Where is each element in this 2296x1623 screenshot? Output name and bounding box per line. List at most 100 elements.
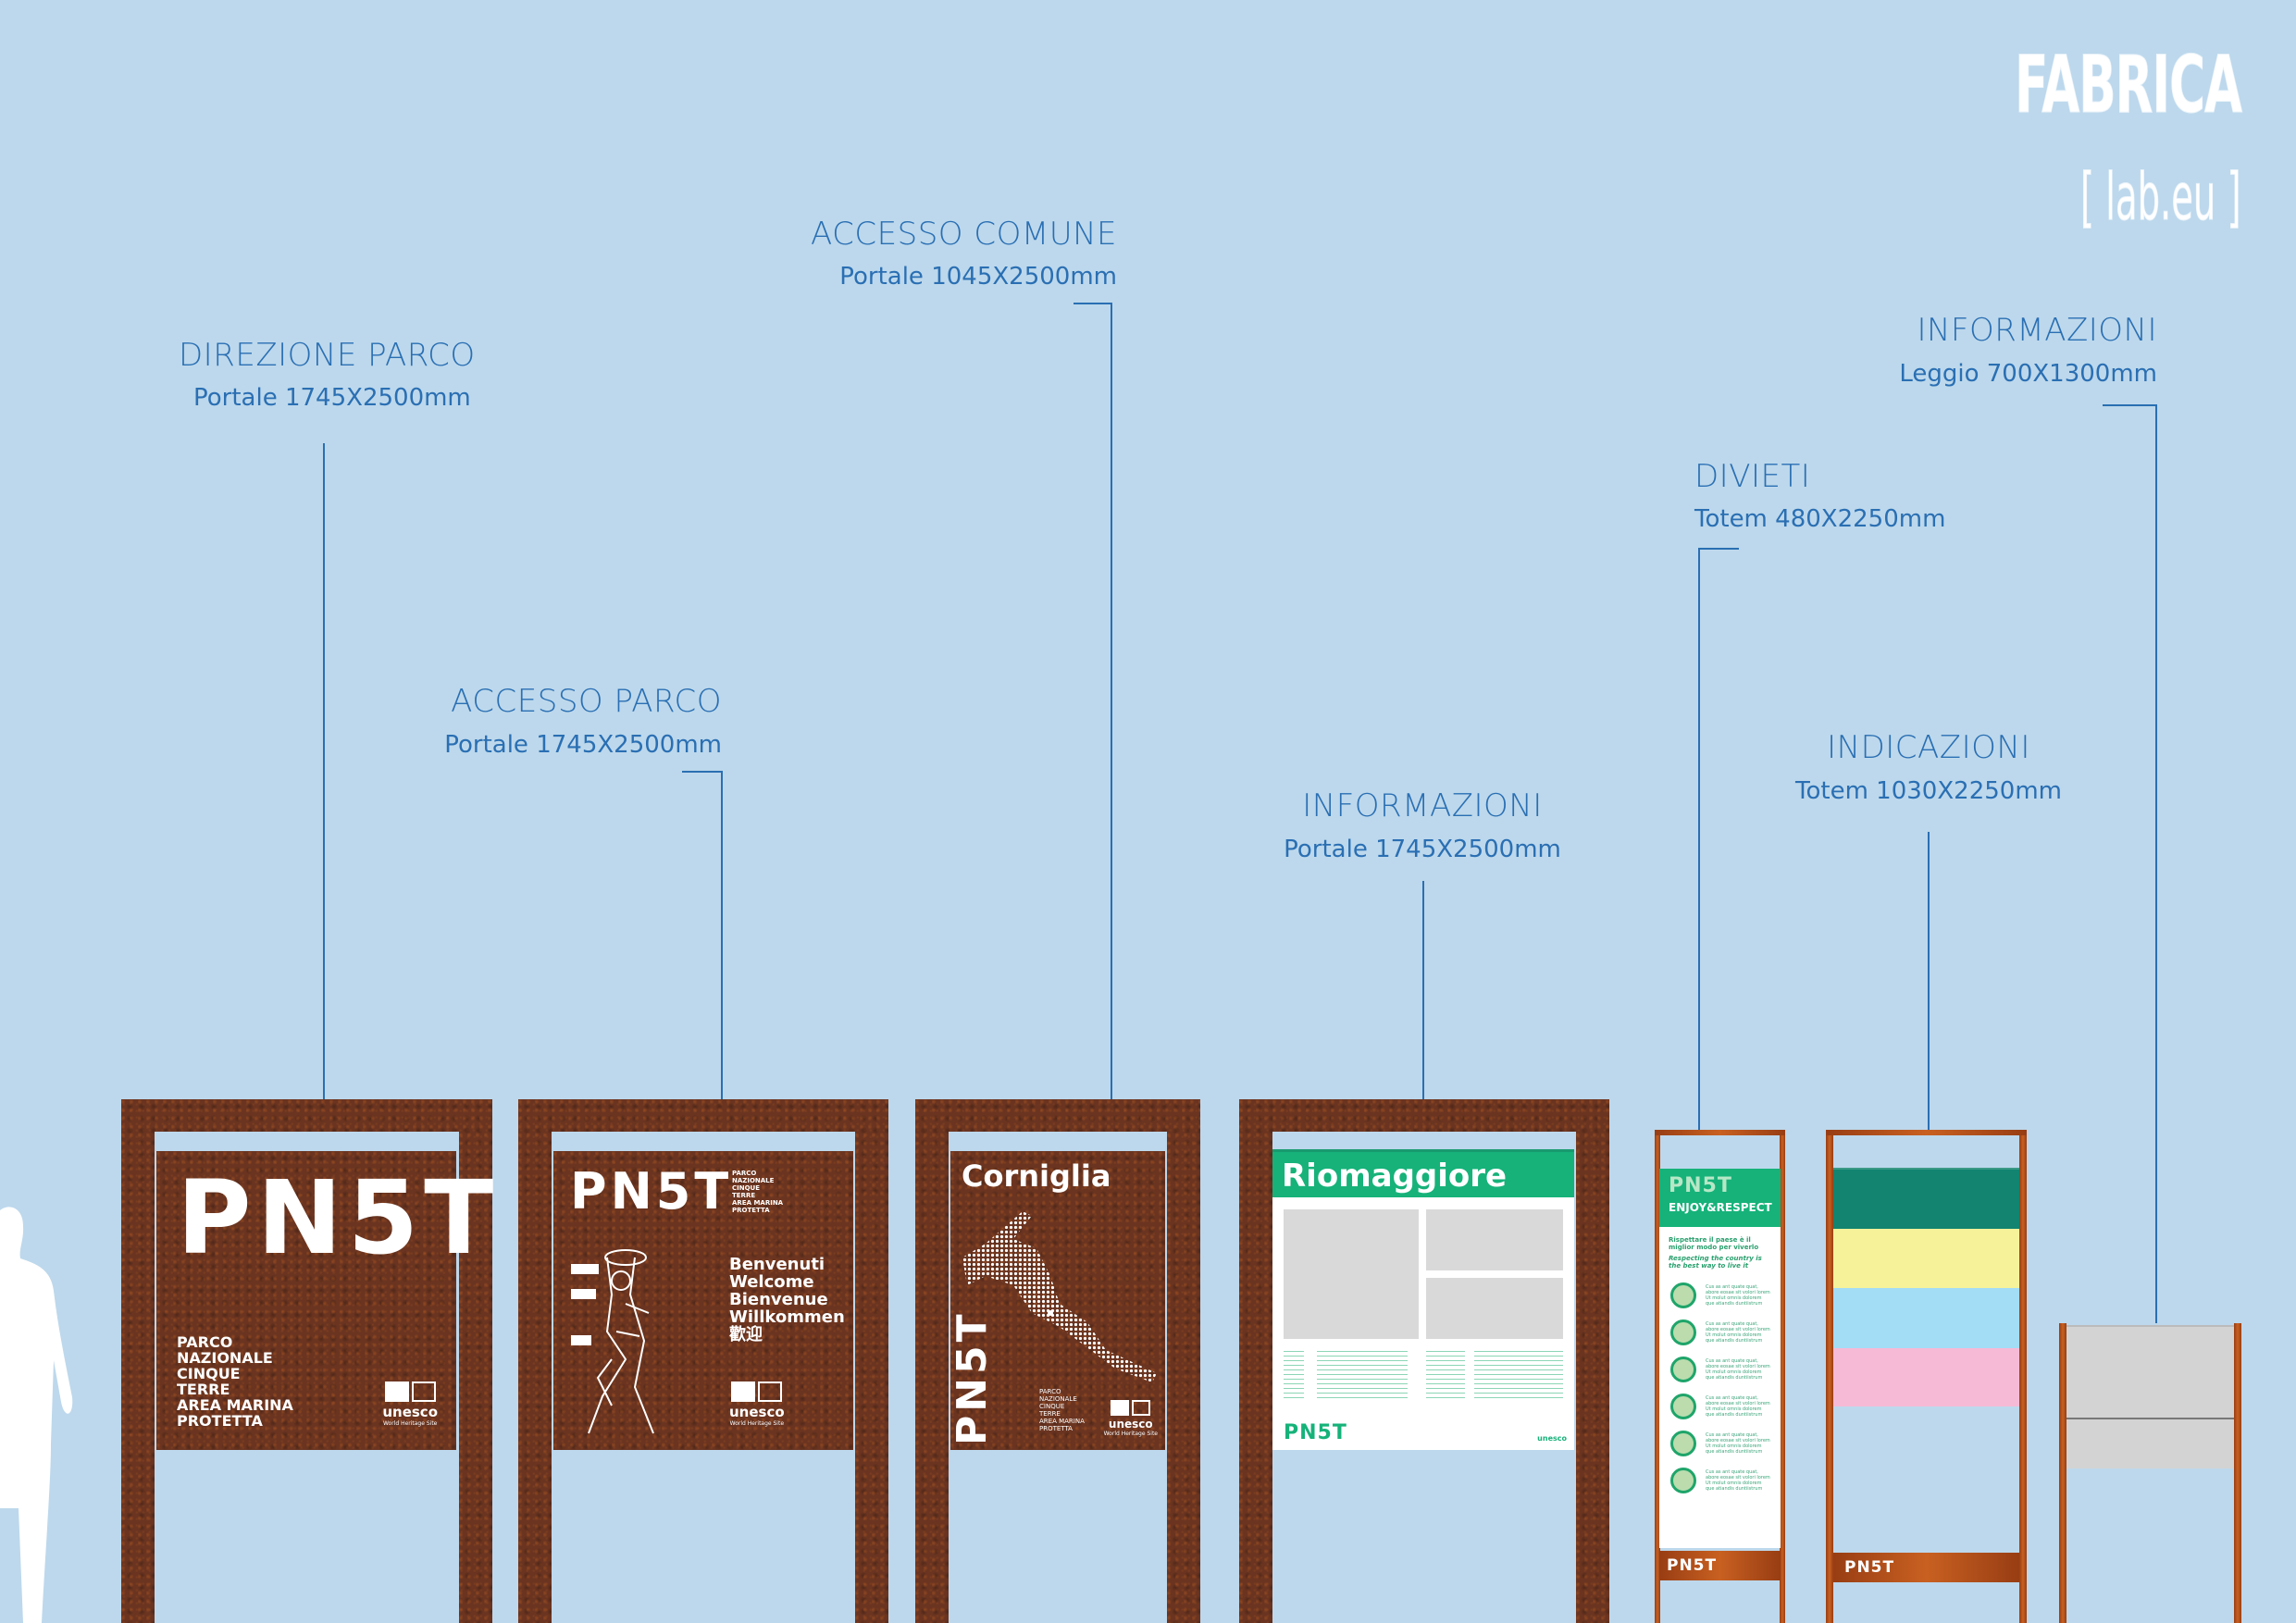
welcome-line: Bienvenue	[729, 1290, 828, 1309]
rule-item: Cus as ant quate quat, abore eosae sit v…	[1670, 1319, 1781, 1345]
pn5t-logo: PN5T	[1284, 1421, 1347, 1444]
park-name-line: NAZIONALE	[177, 1349, 273, 1367]
label-title: DIREZIONE PARCO	[179, 337, 476, 374]
rule-text: Cus as ant quate quat, abore eosae sit v…	[1706, 1321, 1770, 1344]
rule-text: Cus as ant quate quat, abore eosae sit v…	[1706, 1432, 1770, 1455]
dotted-coast-map	[962, 1211, 1157, 1382]
label-title: ACCESSO PARCO	[451, 683, 722, 720]
unesco-logo: unesco	[1537, 1434, 1567, 1443]
park-name-line: PROTETTA	[177, 1412, 263, 1430]
park-name-line: NAZIONALE	[1039, 1395, 1077, 1403]
label-size: Leggio 700X1300mm	[1899, 360, 2157, 388]
pn5t-logo: PN5T	[177, 1158, 500, 1277]
welcome-line: Willkommen	[729, 1307, 845, 1327]
rule-icon	[1670, 1468, 1696, 1493]
pn5t-logo: PN5T	[1667, 1556, 1718, 1575]
rule-icon	[1670, 1319, 1696, 1345]
rule-text: Cus as ant quate quat, abore eosae sit v…	[1706, 1358, 1770, 1381]
label-size: Portale 1745X2500mm	[1284, 836, 1561, 863]
leader-line	[682, 771, 722, 773]
intro-en: Respecting the country is the best way t…	[1669, 1255, 1762, 1270]
park-name-line: TERRE	[177, 1381, 230, 1398]
intro-it: Rispettare il paese è il miglior modo pe…	[1669, 1236, 1759, 1251]
park-name-line: PARCO	[732, 1170, 757, 1177]
rule-icon	[1670, 1431, 1696, 1456]
direction-band-teal	[1833, 1168, 2019, 1229]
pn5t-logo: PN5T	[570, 1162, 733, 1220]
park-name-line: PARCO	[1039, 1388, 1061, 1395]
direction-band-yellow	[1833, 1229, 2019, 1288]
park-name-line: PARCO	[177, 1333, 233, 1351]
totem-indicazioni: PN5T	[1826, 1130, 2027, 1623]
illustration-woman-basket	[571, 1249, 654, 1434]
fabrica-logo: FABRICA	[2015, 39, 2243, 132]
park-name-line: TERRE	[732, 1192, 756, 1199]
park-name-line: PROTETTA	[1039, 1425, 1073, 1432]
leggio-divider	[2066, 1418, 2234, 1419]
label-title: INFORMAZIONI	[1302, 787, 1543, 824]
leader-line	[721, 771, 723, 1099]
park-name-line: CINQUE	[177, 1365, 241, 1382]
label-title: ACCESSO COMUNE	[811, 216, 1117, 253]
leader-line	[1111, 303, 1112, 1099]
park-name-line: PROTETTA	[732, 1207, 770, 1214]
leader-line	[1928, 832, 1930, 1130]
leggio-panel	[2066, 1325, 2234, 1468]
leader-line	[323, 443, 325, 1099]
label-size: Portale 1745X2500mm	[444, 731, 722, 759]
rule-icon	[1670, 1394, 1696, 1419]
label-title: INDICAZIONI	[1827, 729, 2030, 766]
enjoy-respect-heading: ENJOY&RESPECT	[1669, 1201, 1772, 1214]
direction-band-pink	[1833, 1348, 2019, 1406]
label-size: Totem 1030X2250mm	[1795, 777, 2062, 805]
leader-line	[1698, 548, 1700, 1130]
welcome-line: Welcome	[729, 1272, 814, 1292]
park-name-line: AREA MARINA	[177, 1396, 293, 1414]
welcome-line: Benvenuti	[729, 1255, 825, 1274]
welcome-line: 歡迎	[729, 1325, 763, 1344]
lab-eu-logo: [ lab.eu ]	[2080, 159, 2241, 236]
totem-divieti: PN5T ENJOY&RESPECT Rispettare il paese è…	[1655, 1130, 1785, 1623]
label-size: Totem 480X2250mm	[1694, 505, 1946, 533]
leggio-informazioni	[2059, 1323, 2241, 1623]
portal-informazioni: Riomaggiore PN5T unesco	[1239, 1099, 1609, 1623]
park-name-line: NAZIONALE	[732, 1177, 775, 1184]
rule-icon	[1670, 1282, 1696, 1308]
leader-line	[1422, 881, 1424, 1099]
leader-line	[1074, 303, 1112, 304]
pn5t-logo-vertical: PN5T	[949, 1310, 996, 1445]
rule-item: Cus as ant quate quat, abore eosae sit v…	[1670, 1431, 1781, 1456]
rule-item: Cus as ant quate quat, abore eosae sit v…	[1670, 1468, 1781, 1493]
park-name-line: AREA MARINA	[1039, 1418, 1085, 1425]
pn5t-logo: PN5T	[1844, 1558, 1895, 1577]
leader-line	[2103, 404, 2157, 406]
rule-text: Cus as ant quate quat, abore eosae sit v…	[1706, 1395, 1770, 1418]
rule-icon	[1670, 1357, 1696, 1382]
direction-band-blue	[1833, 1288, 2019, 1348]
human-silhouette	[0, 1207, 73, 1623]
rule-text: Cus as ant quate quat, abore eosae sit v…	[1706, 1284, 1770, 1307]
leader-line	[1698, 548, 1739, 550]
town-name: Corniglia	[962, 1158, 1111, 1194]
pn5t-logo: PN5T	[1669, 1174, 1732, 1197]
rule-item: Cus as ant quate quat, abore eosae sit v…	[1670, 1394, 1781, 1419]
leader-line	[2155, 404, 2157, 1323]
park-name-line: TERRE	[1039, 1410, 1061, 1418]
town-header: Riomaggiore	[1272, 1149, 1574, 1197]
rule-item: Cus as ant quate quat, abore eosae sit v…	[1670, 1357, 1781, 1382]
label-size: Portale 1045X2500mm	[839, 263, 1117, 291]
label-size: Portale 1745X2500mm	[193, 384, 471, 412]
park-name-line: CINQUE	[1039, 1403, 1065, 1410]
portal-direzione-parco: PN5T PARCO NAZIONALE CINQUE TERRE AREA M…	[121, 1099, 493, 1623]
label-title: INFORMAZIONI	[1917, 312, 2157, 349]
park-name-line: AREA MARINA	[732, 1199, 784, 1207]
label-title: DIVIETI	[1694, 458, 1811, 495]
rule-text: Cus as ant quate quat, abore eosae sit v…	[1706, 1469, 1770, 1492]
park-name-line: CINQUE	[732, 1184, 761, 1192]
rule-item: Cus as ant quate quat, abore eosae sit v…	[1670, 1282, 1781, 1308]
